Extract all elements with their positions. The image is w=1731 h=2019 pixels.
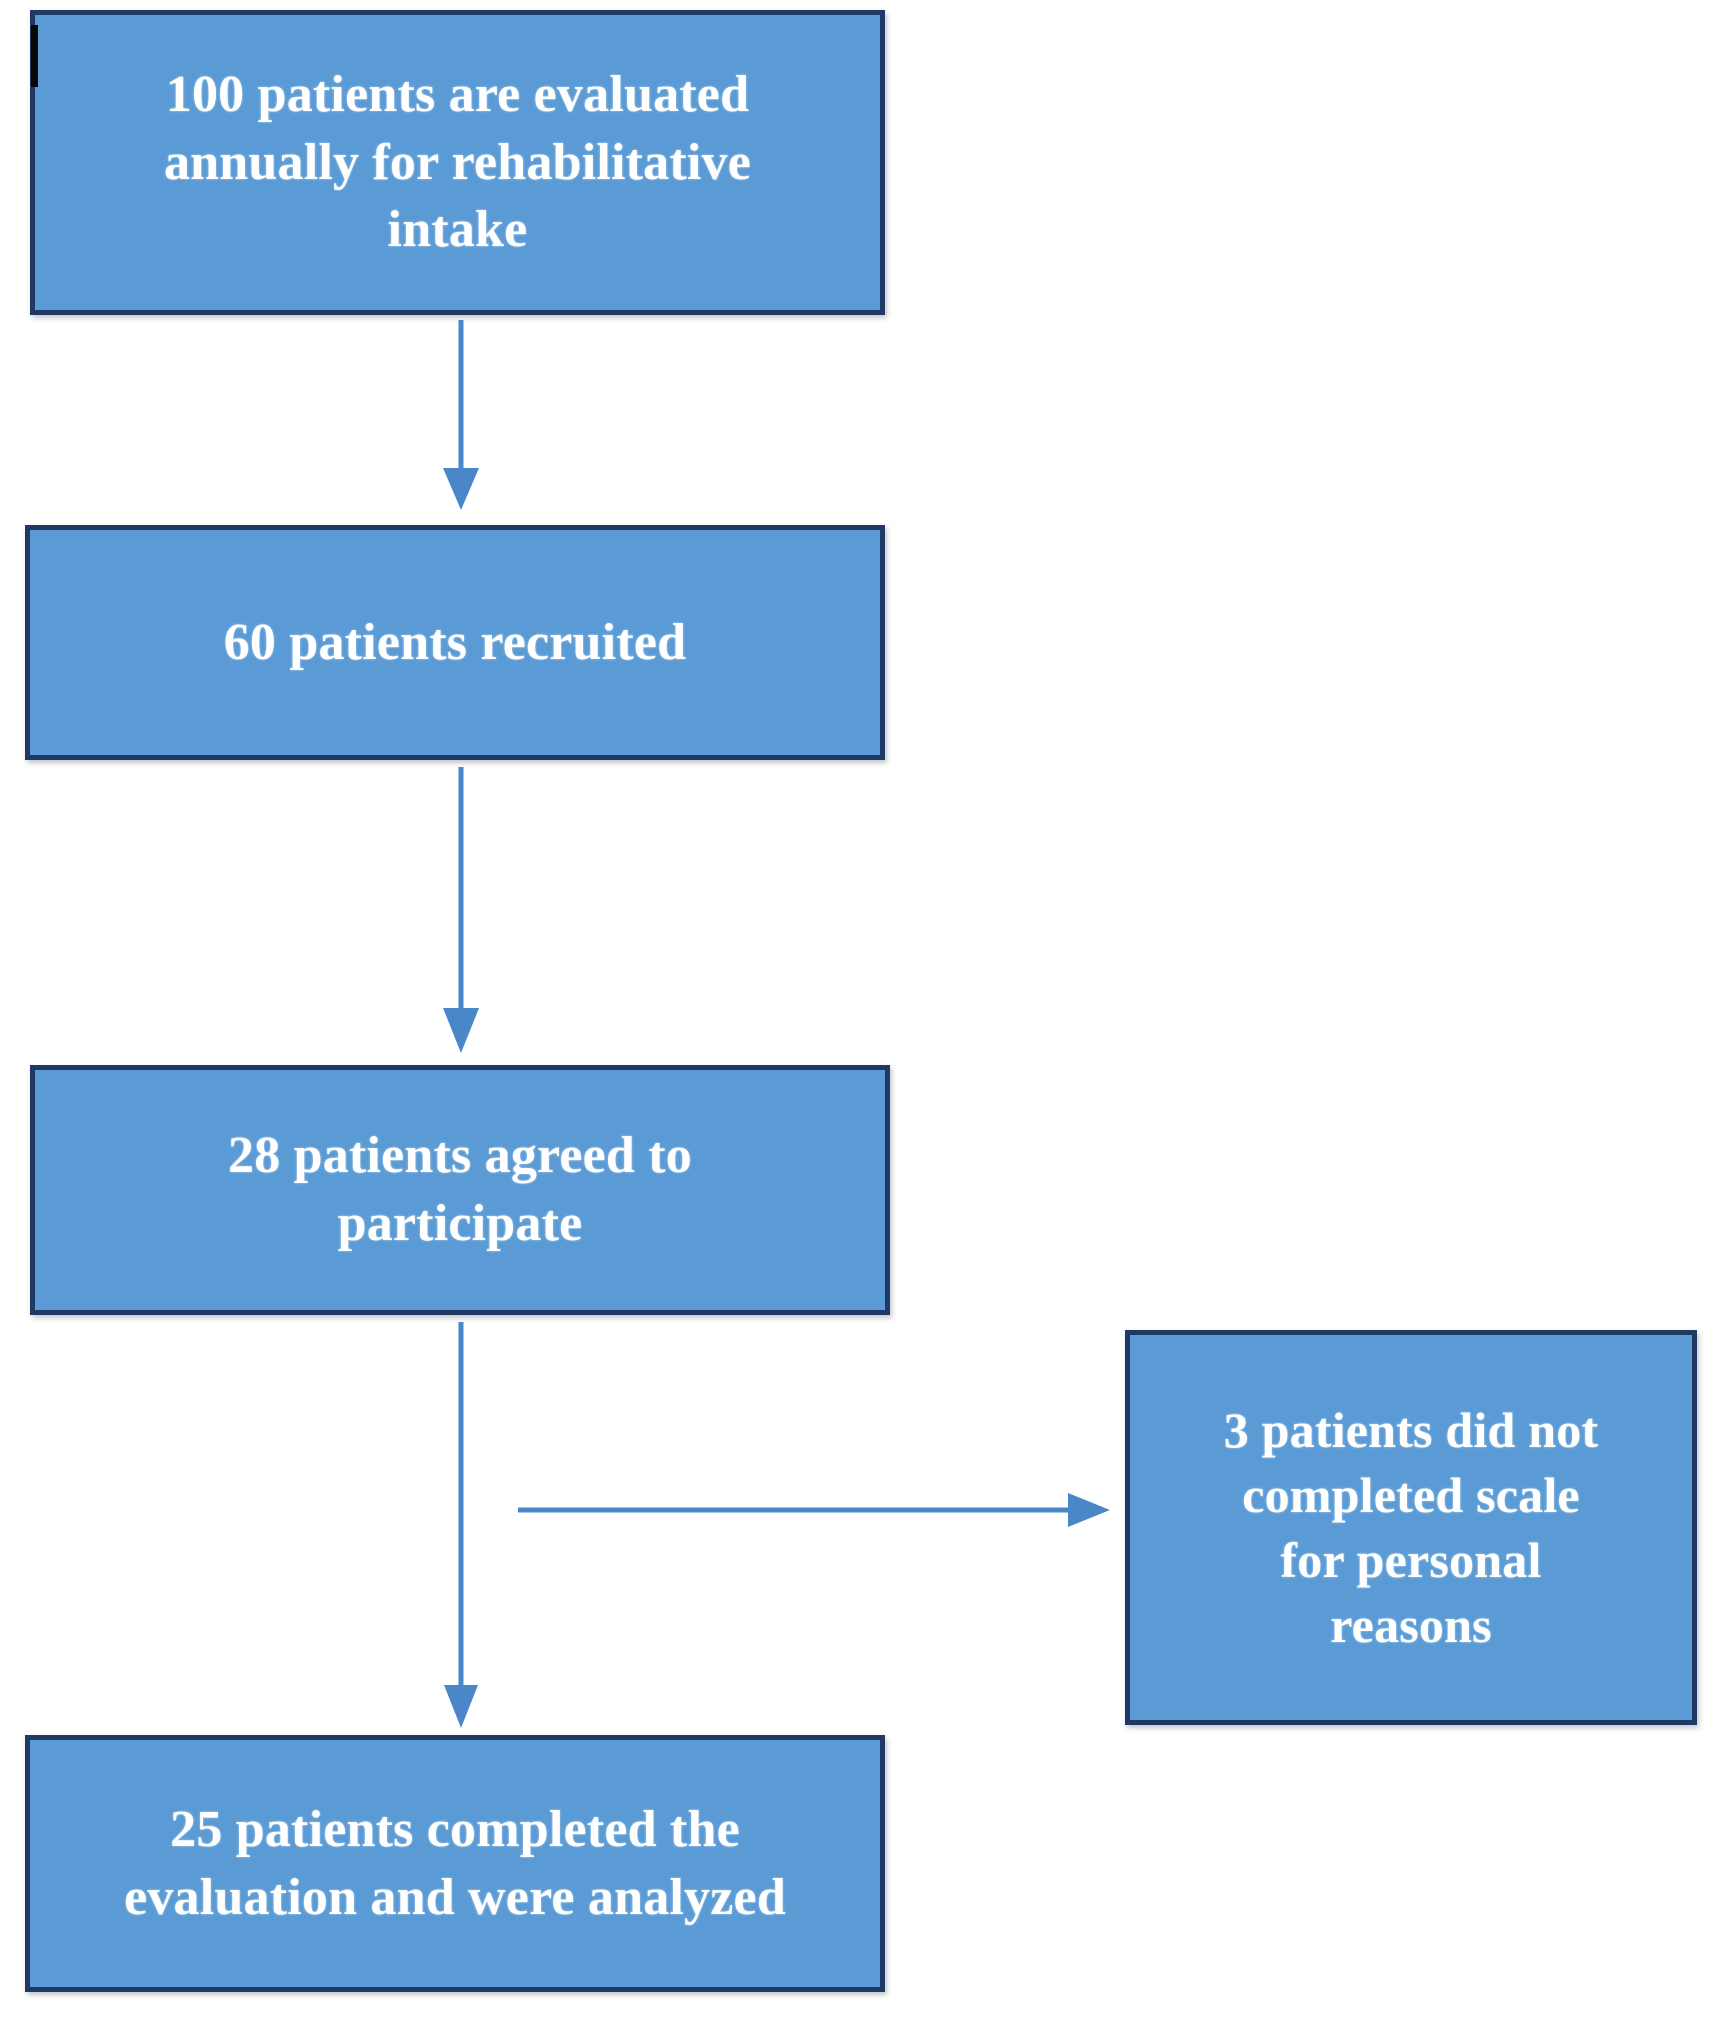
- flow-node-intake[interactable]: 100 patients are evaluated annually for …: [30, 10, 885, 315]
- flow-node-dropout-label: 3 patients did not completed scale for p…: [1223, 1401, 1599, 1653]
- flow-node-recruited[interactable]: 60 patients recruited: [25, 525, 885, 760]
- arrow-down-icon-agreed-to-analyzed: [432, 1320, 492, 1740]
- arrow-down-icon-recruited-to-agreed: [432, 765, 492, 1060]
- arrow-right-icon-agreed-to-dropout: [516, 1478, 1116, 1542]
- flow-node-analyzed-label: 25 patients completed the evaluation and…: [124, 1800, 786, 1926]
- arrow-down-icon-intake-to-recruited: [432, 318, 492, 518]
- flow-node-analyzed[interactable]: 25 patients completed the evaluation and…: [25, 1735, 885, 1992]
- text-caret-artifact: [31, 25, 38, 87]
- flow-node-intake-label: 100 patients are evaluated annually for …: [163, 66, 752, 259]
- flow-node-agreed[interactable]: 28 patients agreed to participate: [30, 1065, 890, 1315]
- flow-node-dropout[interactable]: 3 patients did not completed scale for p…: [1125, 1330, 1697, 1725]
- flow-node-recruited-label: 60 patients recruited: [223, 613, 687, 671]
- flow-node-agreed-label: 28 patients agreed to participate: [228, 1127, 692, 1252]
